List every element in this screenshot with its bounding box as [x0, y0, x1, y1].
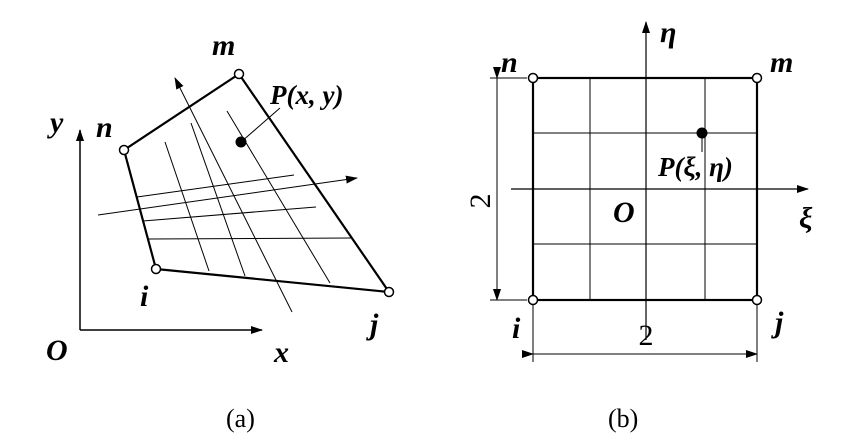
node-n-label-a: n — [96, 111, 113, 144]
node-i-marker-a — [150, 263, 162, 275]
origin-label-b: O — [613, 196, 635, 229]
axis-eta-label: η — [660, 16, 676, 49]
node-j-marker-b — [751, 294, 763, 306]
element-grid — [136, 110, 353, 284]
node-i-label-a: i — [140, 280, 149, 313]
node-i-marker-b — [527, 294, 539, 306]
quad-element-a — [122, 72, 392, 294]
point-label-a: P(x, y) — [269, 80, 343, 110]
figure-a: x y O i j m n P(x, y) (a) — [46, 29, 395, 433]
point-p-marker-b — [696, 127, 708, 139]
node-m-label-a: m — [212, 29, 235, 62]
dim-height-value: 2 — [464, 194, 497, 209]
node-m-marker-a — [233, 68, 245, 80]
caption-a: (a) — [226, 404, 255, 433]
axis-y-label: y — [47, 106, 64, 139]
point-leader-a — [240, 107, 281, 143]
axis-x-label: x — [273, 336, 289, 369]
node-i-label-b: i — [512, 312, 521, 345]
dimension-width — [522, 304, 758, 362]
node-n-marker-a — [118, 144, 130, 156]
point-p-marker-a — [235, 136, 247, 148]
node-m-marker-b — [751, 72, 763, 84]
node-n-marker-b — [527, 72, 539, 84]
dimension-height — [490, 67, 527, 301]
origin-label-a: O — [46, 334, 68, 367]
node-j-marker-a — [383, 286, 395, 298]
node-j-label-b: j — [771, 306, 784, 339]
node-m-label-b: m — [770, 46, 793, 79]
square-element-b — [531, 76, 759, 302]
axis-xi-label: ξ — [799, 202, 813, 235]
figure-b: η ξ O i j m n P(ξ, η) 2 2 (b) — [464, 16, 813, 433]
node-j-label-a: j — [366, 308, 379, 341]
caption-b: (b) — [608, 404, 638, 433]
dim-width-value: 2 — [639, 319, 654, 352]
local-axis-eta-a — [174, 77, 293, 313]
point-label-b: P(ξ, η) — [657, 152, 733, 182]
node-n-label-b: n — [501, 46, 518, 79]
